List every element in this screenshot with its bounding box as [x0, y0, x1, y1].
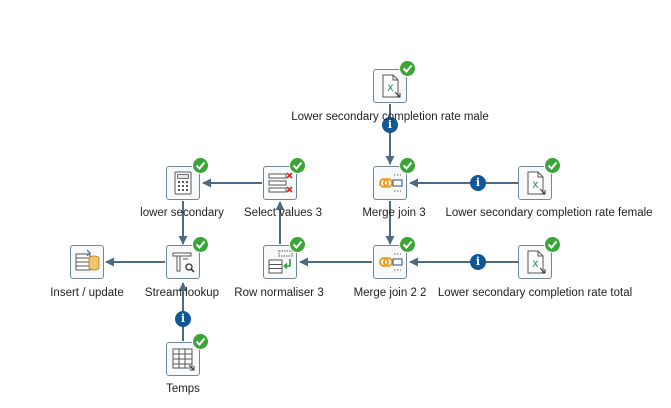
status-ok-icon	[192, 157, 209, 174]
step-lower-secondary-completion-rate-female[interactable]: X	[518, 157, 561, 200]
svg-text:X: X	[532, 181, 538, 191]
status-ok-icon	[399, 157, 416, 174]
status-ok-icon	[289, 236, 306, 253]
status-ok-icon	[399, 236, 416, 253]
svg-text:X: X	[532, 260, 538, 270]
excel-input-icon: X	[518, 166, 552, 200]
step-row-normaliser-3[interactable]	[263, 236, 306, 279]
step-label: Lower secondary completion rate total	[437, 287, 633, 299]
step-label: lower secondary	[140, 207, 224, 219]
insert-update-icon	[70, 245, 104, 279]
hop-info-icon[interactable]: i	[382, 117, 398, 133]
status-ok-icon	[544, 236, 561, 253]
step-temps[interactable]	[166, 333, 209, 376]
status-ok-icon	[544, 157, 561, 174]
svg-text:X: X	[387, 84, 393, 94]
status-ok-icon	[192, 236, 209, 253]
step-label: Lower secondary completion rate female	[445, 207, 653, 219]
step-merge-join-2-2[interactable]	[373, 236, 416, 279]
step-label: Select values 3	[244, 207, 322, 219]
step-insert-update[interactable]	[70, 245, 104, 279]
step-label: Row normaliser 3	[234, 287, 324, 299]
status-ok-icon	[399, 60, 416, 77]
step-lower-secondary[interactable]	[166, 157, 209, 200]
excel-input-icon: X	[373, 69, 407, 103]
excel-input-icon: X	[518, 245, 552, 279]
step-label: Temps	[166, 383, 200, 395]
step-label: Insert / update	[50, 287, 124, 299]
calculator-icon	[166, 166, 200, 200]
status-ok-icon	[289, 157, 306, 174]
step-label: Merge join 3	[362, 207, 426, 219]
hop-info-icon[interactable]: i	[175, 311, 191, 327]
status-ok-icon	[192, 333, 209, 350]
hop-info-icon[interactable]: i	[470, 254, 486, 270]
step-label: Stream lookup	[144, 287, 220, 299]
step-label: Merge join 2 2	[353, 287, 427, 299]
step-label: Lower secondary completion rate male	[291, 111, 489, 123]
step-merge-join-3[interactable]	[373, 157, 416, 200]
step-lower-secondary-completion-rate-male[interactable]: X	[373, 60, 416, 103]
hop-info-icon[interactable]: i	[470, 175, 486, 191]
step-select-values-3[interactable]	[263, 157, 306, 200]
step-stream-lookup[interactable]	[166, 236, 209, 279]
step-lower-secondary-completion-rate-total[interactable]: X	[518, 236, 561, 279]
